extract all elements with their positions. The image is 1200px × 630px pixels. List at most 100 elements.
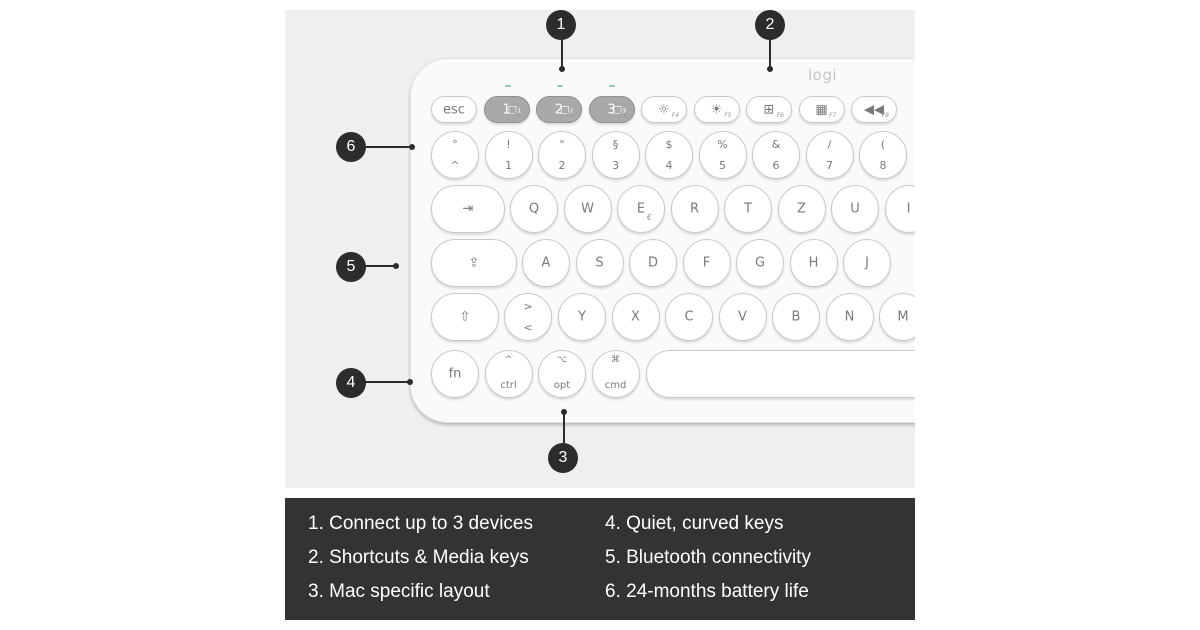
num-key-3: "2 — [538, 131, 586, 179]
key-icon: □₂ — [560, 104, 574, 115]
key-icon: ⊞ — [763, 102, 775, 117]
key-icon: ☼ — [658, 102, 670, 117]
key-label: Q — [528, 201, 540, 217]
key-label: A — [541, 255, 551, 271]
feature-4: 4. Quiet, curved keys — [605, 513, 784, 534]
key-bottom-symbol: 8 — [879, 159, 887, 172]
key-label: J — [865, 255, 869, 271]
letter-key-e: E€ — [617, 185, 665, 233]
callout-dot-2 — [767, 66, 773, 72]
modifier-icon: ⌘ — [611, 355, 620, 365]
key-label: 1 — [502, 102, 511, 117]
letter-key-q: Q — [510, 185, 558, 233]
angle-key: >< — [504, 293, 552, 341]
letter-key-g: G — [736, 239, 784, 287]
letter-key-c: C — [665, 293, 713, 341]
key-label: F — [702, 255, 711, 271]
key-bottom-symbol: 1 — [505, 159, 512, 172]
letter-key-a: A — [522, 239, 570, 287]
key-label: opt — [553, 380, 571, 391]
fn-label: F8 — [881, 112, 889, 119]
key-bottom-symbol: 2 — [558, 159, 566, 172]
key-label: fn — [448, 366, 462, 382]
key-top-symbol: % — [717, 138, 728, 151]
key-label: H — [808, 255, 819, 271]
key-label: B — [791, 309, 801, 325]
key-label: cmd — [604, 380, 627, 391]
tab-icon: ⇥ — [462, 201, 474, 217]
callout-2: 2 — [755, 10, 785, 40]
key-label: C — [684, 309, 694, 325]
modifier-icon: ^ — [504, 355, 513, 365]
shift-key: ⇧ — [431, 293, 499, 341]
key-bottom-symbol: 3 — [612, 159, 619, 172]
fn-key-9: ◀◀F8 — [851, 96, 897, 123]
key-top-symbol: ! — [506, 138, 511, 151]
callout-line-3 — [563, 414, 565, 444]
letter-key-d: D — [629, 239, 677, 287]
feature-3: 3. Mac specific layout — [308, 581, 490, 602]
key-label: W — [581, 201, 594, 217]
key-label: I — [906, 201, 911, 217]
mod-key-fn: fn — [431, 350, 479, 398]
key-top-symbol: > — [523, 300, 533, 313]
key-icon: □₃ — [612, 104, 627, 115]
fn-label: F3 — [619, 112, 627, 119]
key-icon: ▦ — [815, 102, 828, 117]
key-icon: ☀ — [710, 102, 723, 117]
features-panel: 1. Connect up to 3 devices 2. Shortcuts … — [285, 498, 915, 620]
key-top-symbol: " — [559, 138, 565, 151]
key-label: ctrl — [500, 380, 517, 391]
callout-4: 4 — [336, 368, 366, 398]
fn-label: F6 — [776, 112, 784, 119]
letter-key-r: R — [670, 185, 719, 233]
fn-label: F2 — [566, 112, 574, 119]
caps-key: ⇪ — [431, 239, 517, 287]
feature-5: 5. Bluetooth connectivity — [605, 547, 811, 568]
key-label: Y — [578, 309, 586, 325]
callout-dot-1 — [559, 66, 565, 72]
key-label: M — [897, 309, 909, 325]
callout-line-4 — [365, 381, 409, 383]
letter-key-h: H — [789, 239, 838, 287]
key-label: N — [844, 309, 855, 325]
callout-line-1 — [561, 38, 563, 68]
letter-key-b: B — [772, 293, 820, 341]
key-top-symbol: / — [827, 138, 832, 151]
fn-label: F1 — [514, 112, 522, 119]
num-key-1: °^ — [431, 131, 479, 179]
caps-lock-icon: ⇪ — [468, 255, 480, 271]
device-led-1 — [505, 85, 511, 87]
key-top-symbol: $ — [665, 138, 673, 151]
key-label: T — [744, 201, 752, 217]
fn-label: F7 — [829, 112, 837, 119]
key-bottom-symbol: < — [523, 321, 533, 334]
letter-key-f: F — [682, 239, 731, 287]
key-label: U — [850, 201, 860, 217]
key-bottom-symbol: 4 — [665, 159, 673, 172]
fn-key-8: ▦F7 — [798, 96, 845, 123]
letter-key-i: I — [884, 185, 915, 233]
letter-key-u: U — [831, 185, 879, 233]
key-label: E — [636, 201, 646, 217]
letter-key-w: W — [563, 185, 612, 233]
letter-key-x: X — [611, 293, 660, 341]
key-icon: □₁ — [507, 104, 522, 115]
num-key-6: %5 — [698, 131, 747, 179]
letter-key-m: M — [879, 293, 915, 341]
letter-key-v: V — [718, 293, 767, 341]
key-label: S — [595, 255, 604, 271]
num-key-8: /7 — [805, 131, 854, 179]
key-label: V — [738, 309, 747, 325]
callout-6: 6 — [336, 132, 366, 162]
space-bar — [646, 350, 915, 398]
key-top-symbol: ° — [452, 138, 458, 151]
fn-key-7: ⊞F6 — [746, 96, 792, 123]
device-led-3 — [609, 85, 615, 87]
mod-key-cmd: ⌘ cmd — [591, 350, 640, 398]
fn-key-5: ☼F4 — [641, 96, 687, 123]
callout-line-2 — [769, 38, 771, 68]
callout-5: 5 — [336, 252, 366, 282]
